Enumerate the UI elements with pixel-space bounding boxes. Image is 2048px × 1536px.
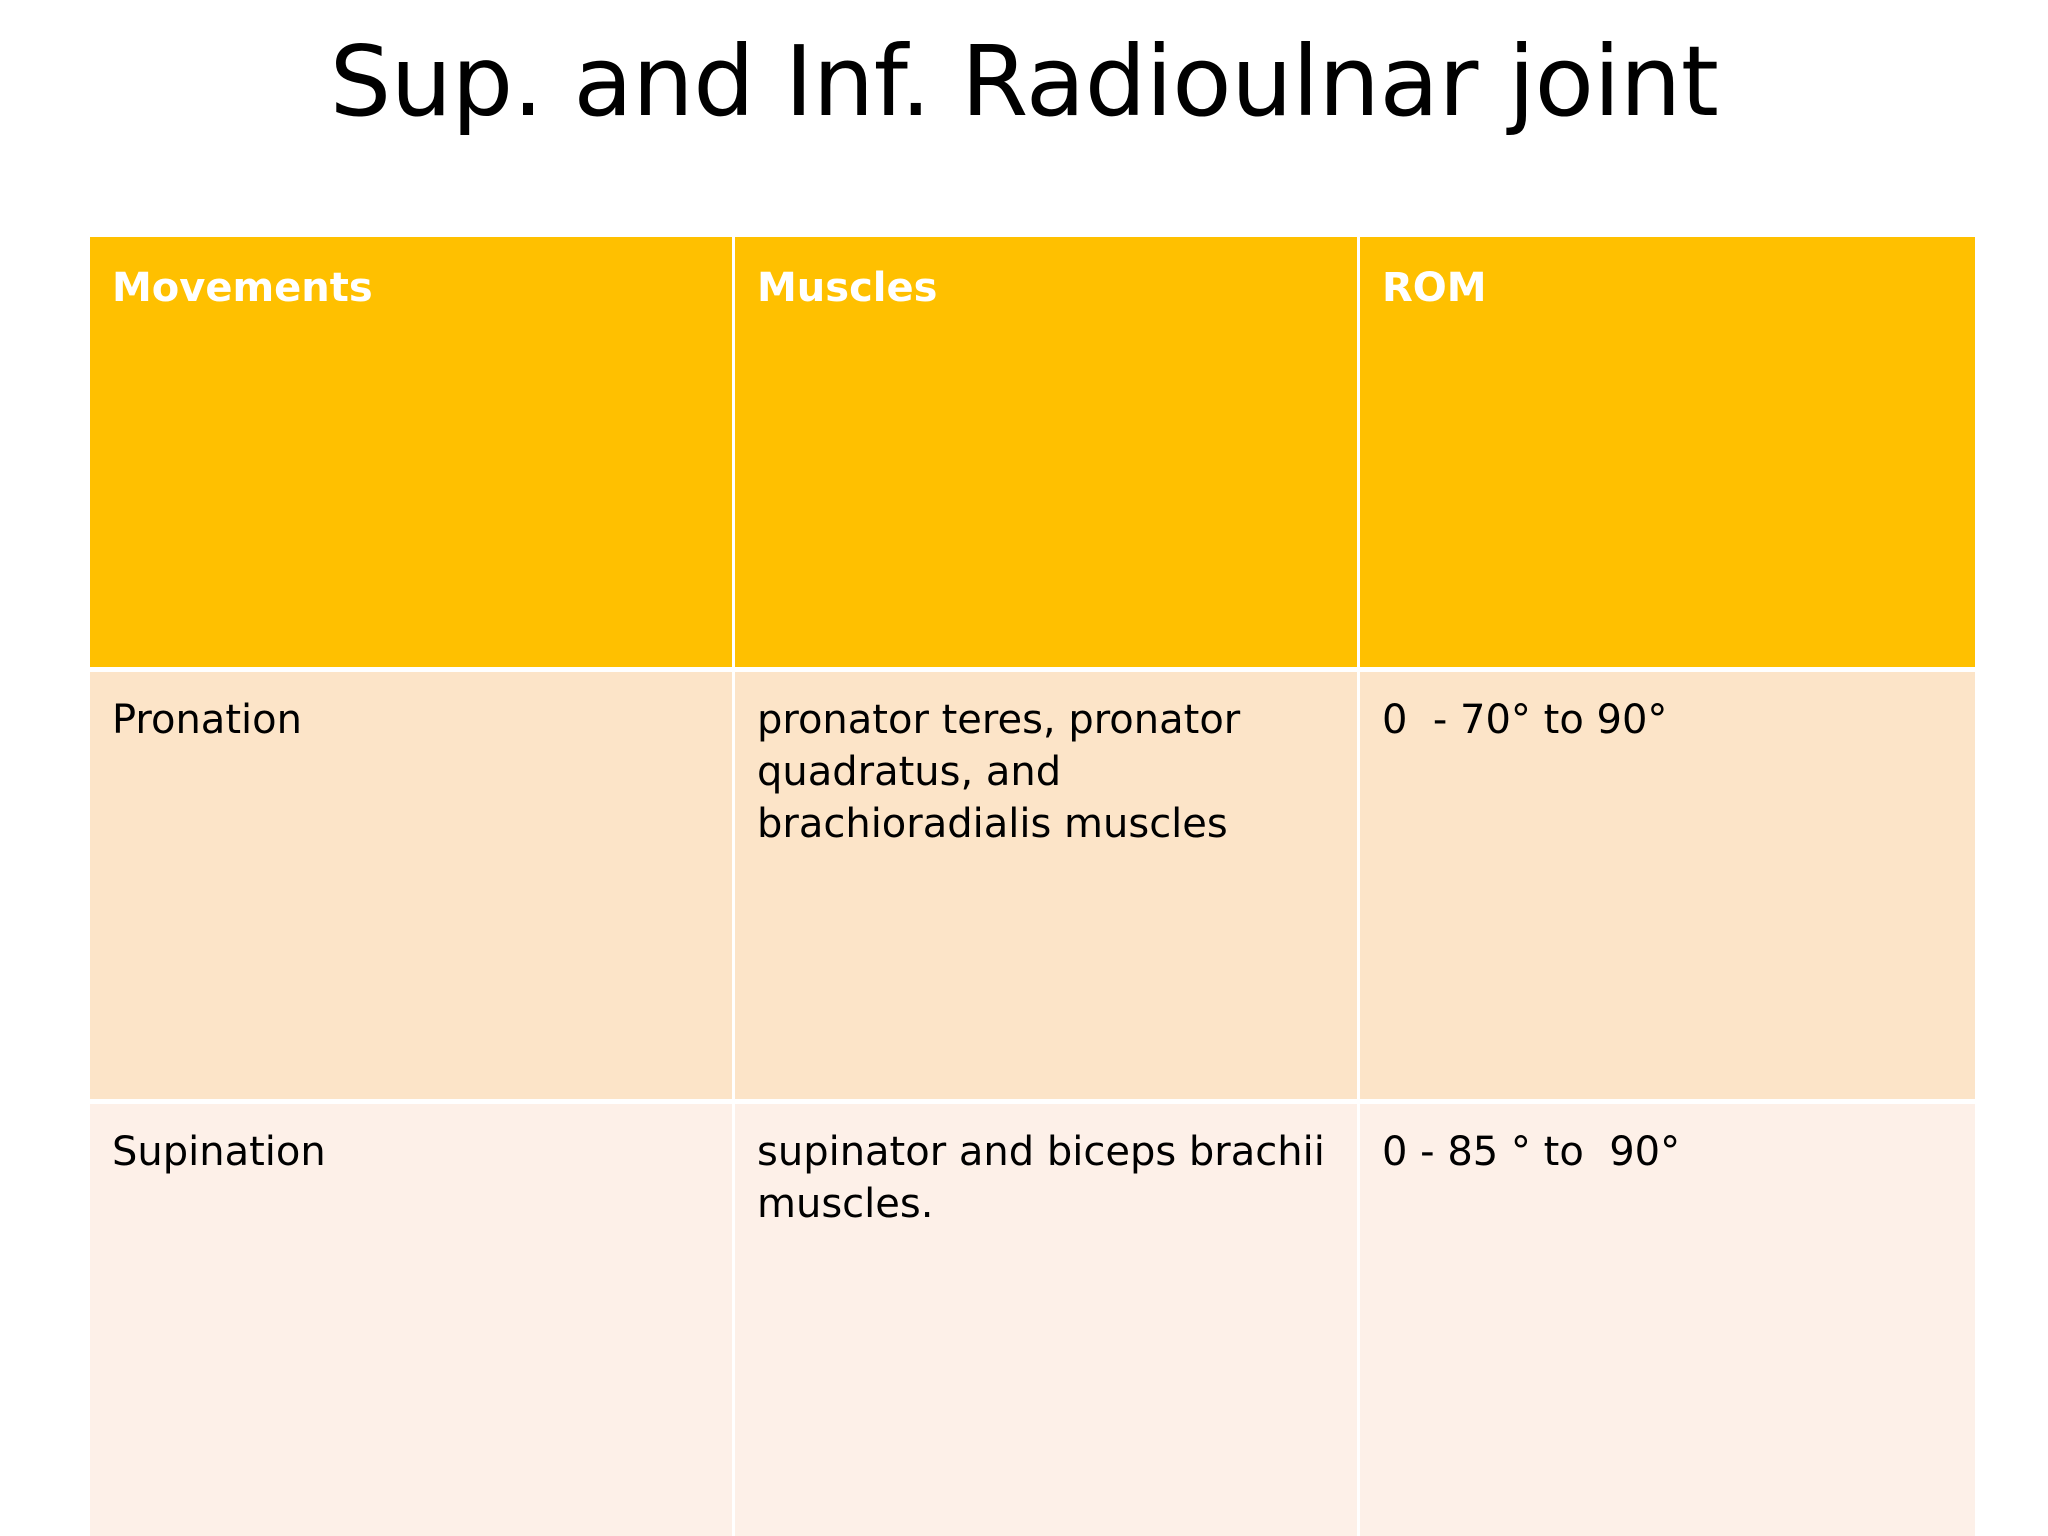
page-title: Sup. and Inf. Radioulnar joint	[329, 25, 1719, 138]
column-header-muscles: Muscles	[735, 237, 1360, 672]
cell-rom-supination: 0 - 85 ° to 90°	[1360, 1104, 1975, 1536]
radioulnar-joint-table: Movements Muscles ROM Pronation pronator…	[90, 237, 1975, 1536]
muscles-label: pronator teres, pronator quadratus, and …	[757, 697, 1241, 847]
movement-label: Pronation	[112, 697, 302, 743]
muscles-label: supinator and biceps brachii muscles.	[757, 1129, 1325, 1227]
column-header-movements: Movements	[90, 237, 735, 672]
column-header-rom: ROM	[1360, 237, 1975, 672]
cell-movement-supination: Supination	[90, 1104, 735, 1536]
cell-rom-pronation: 0 - 70° to 90°	[1360, 672, 1975, 1104]
radioulnar-joint-table-container: Movements Muscles ROM Pronation pronator…	[90, 237, 1975, 1536]
cell-muscles-supination: supinator and biceps brachii muscles.	[735, 1104, 1360, 1536]
cell-muscles-pronation: pronator teres, pronator quadratus, and …	[735, 672, 1360, 1104]
rom-value: 0 - 70° to 90°	[1382, 697, 1668, 743]
cell-movement-pronation: Pronation	[90, 672, 735, 1104]
table-header-row: Movements Muscles ROM	[90, 237, 1975, 672]
table-row: Pronation pronator teres, pronator quadr…	[90, 672, 1975, 1104]
table-row: Supination supinator and biceps brachii …	[90, 1104, 1975, 1536]
movement-label: Supination	[112, 1129, 326, 1175]
rom-value: 0 - 85 ° to 90°	[1382, 1129, 1681, 1175]
